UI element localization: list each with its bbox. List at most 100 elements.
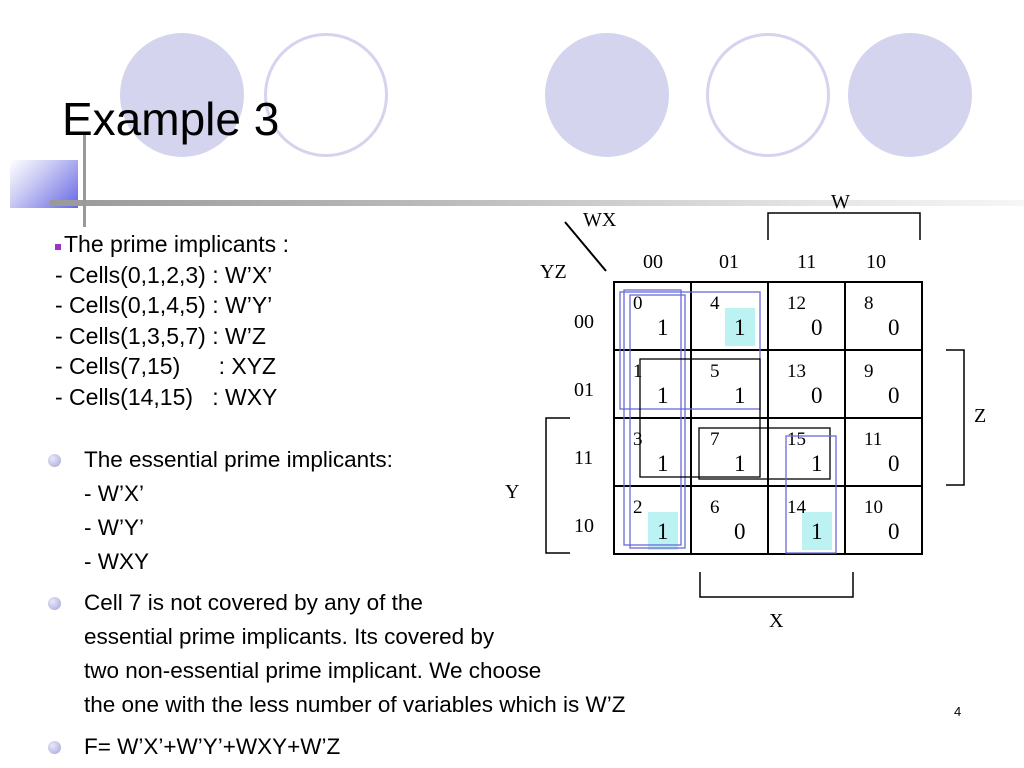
prime-implicant-item: - Cells(7,15) : XYZ xyxy=(55,353,277,379)
kmap-cell-index: 4 xyxy=(710,293,720,314)
kmap-cell-index: 15 xyxy=(787,429,806,450)
kmap-cell-index: 3 xyxy=(633,429,643,450)
group-wz-outline xyxy=(639,358,761,478)
prime-implicant-item: - Cells(14,15) : WXY xyxy=(55,383,278,410)
kmap-cell-index: 8 xyxy=(864,293,874,314)
kmap-cell xyxy=(690,485,769,555)
kmap-cell-value: 0 xyxy=(888,519,900,544)
kmap-cell-value: 0 xyxy=(888,383,900,408)
corner-row-label: YZ xyxy=(540,261,567,283)
kmap-cell-index: 2 xyxy=(633,497,643,518)
col-header: 10 xyxy=(866,251,886,273)
kmap-cell-index: 7 xyxy=(710,429,720,450)
kmap-cell-value: 1 xyxy=(657,519,669,544)
kmap-cell xyxy=(767,349,846,419)
essential-cell-highlight xyxy=(802,512,832,550)
kmap-cell-index: 1 xyxy=(633,361,643,382)
y-label: Y xyxy=(505,481,519,503)
kmap-cell xyxy=(690,349,769,419)
group-wy-outline xyxy=(619,291,761,410)
kmap-cell-value: 0 xyxy=(811,383,823,408)
col-header: 01 xyxy=(719,251,739,273)
kmap-cell-index: 6 xyxy=(710,497,720,518)
kmap-cell-value: 0 xyxy=(811,315,823,340)
prime-implicants-heading: The prime implicants : xyxy=(64,231,289,257)
slide-title: Example 3 xyxy=(62,93,280,145)
bullet-text-line: F= W’X’+W’Y’+WXY+W’Z xyxy=(84,734,341,759)
kmap-cell xyxy=(844,417,923,487)
bullet-text-line: - W’X’ xyxy=(84,481,144,506)
kmap-cell-index: 0 xyxy=(633,293,643,314)
kmap-cell-index: 10 xyxy=(864,497,883,518)
kmap-cell-index: 13 xyxy=(787,361,806,382)
x-bracket xyxy=(699,572,854,598)
bullet-text-line: Cell 7 is not covered by any of the xyxy=(84,590,423,615)
row-header: 10 xyxy=(574,515,594,537)
kmap-cell-index: 9 xyxy=(864,361,874,382)
kmap-cell-value: 1 xyxy=(657,315,669,340)
decorative-circle xyxy=(848,33,972,157)
group-wx-outline xyxy=(623,289,682,546)
bullet-text-line: - WXY xyxy=(84,549,149,574)
decorative-circle xyxy=(706,33,830,157)
row-header: 00 xyxy=(574,311,594,333)
prime-implicants-list: The prime implicants : - Cells(0,1,2,3) … xyxy=(55,229,289,412)
decorative-circle xyxy=(545,33,669,157)
kmap-cell-value: 1 xyxy=(811,451,823,476)
kmap-groupings xyxy=(619,289,837,554)
kmap-cell-value: 1 xyxy=(811,519,823,544)
kmap-cell xyxy=(613,349,692,419)
kmap-cell-value: 1 xyxy=(657,451,669,476)
prime-implicant-item: - Cells(0,1,2,3) : W’X’ xyxy=(55,261,273,288)
group-xyz-outline xyxy=(698,427,831,480)
kmap-cell-value: 0 xyxy=(888,451,900,476)
kmap-cell-value: 1 xyxy=(734,383,746,408)
row-header: 11 xyxy=(574,447,593,469)
prime-implicants-heading-line: The prime implicants : xyxy=(55,229,289,260)
x-label: X xyxy=(769,610,784,632)
title-vertical-rule xyxy=(83,132,86,227)
corner-col-label: WX xyxy=(583,209,617,231)
essential-cell-highlight xyxy=(725,308,755,346)
kmap-cell xyxy=(844,485,923,555)
kmap-cell xyxy=(613,417,692,487)
round-bullet-icon xyxy=(48,597,61,610)
row-header: 01 xyxy=(574,379,594,401)
bullet-text-line: the one with the less number of variable… xyxy=(84,692,626,717)
kmap-cell-value: 0 xyxy=(734,519,746,544)
bullet-cell-7-note: Cell 7 is not covered by any of the esse… xyxy=(48,586,626,722)
decorative-circle xyxy=(264,33,388,157)
page-number: 4 xyxy=(954,704,962,719)
square-bullet-icon xyxy=(55,244,61,250)
col-header: 11 xyxy=(797,251,816,273)
kmap-cell xyxy=(844,349,923,419)
bullet-text-line: - W’Y’ xyxy=(84,515,144,540)
kmap-cell-value: 1 xyxy=(734,451,746,476)
kmap-cell-index: 12 xyxy=(787,293,806,314)
prime-implicant-item: - Cells(1,3,5,7) : W’Z xyxy=(55,322,266,349)
kmap-cell-value: 1 xyxy=(734,315,746,340)
group-w-z-outline xyxy=(629,294,686,549)
essential-cell-highlight xyxy=(648,512,678,550)
kmap-cell-index: 5 xyxy=(710,361,720,382)
z-bracket xyxy=(946,349,965,486)
y-bracket xyxy=(545,417,570,554)
decorative-circle xyxy=(120,33,244,157)
bullet-text-line: The essential prime implicants: xyxy=(84,447,393,472)
corner-diagonal-line xyxy=(564,221,607,272)
z-label: Z xyxy=(974,405,986,427)
kmap-cell xyxy=(767,281,846,351)
kmap-cell xyxy=(844,281,923,351)
bullet-essential-prime-implicants: The essential prime implicants: - W’X’ -… xyxy=(48,443,393,579)
col-header: 00 xyxy=(643,251,663,273)
kmap-cell-value: 1 xyxy=(657,383,669,408)
group-wxy-outline xyxy=(785,435,837,554)
round-bullet-icon xyxy=(48,741,61,754)
prime-implicant-item: - Cells(0,1,4,5) : W’Y’ xyxy=(55,292,273,318)
kmap-cell-value: 0 xyxy=(888,315,900,340)
bullet-text-line: two non-essential prime implicant. We ch… xyxy=(84,658,542,683)
bullet-text-line: essential prime implicants. Its covered … xyxy=(84,624,495,649)
w-bracket xyxy=(767,212,921,240)
